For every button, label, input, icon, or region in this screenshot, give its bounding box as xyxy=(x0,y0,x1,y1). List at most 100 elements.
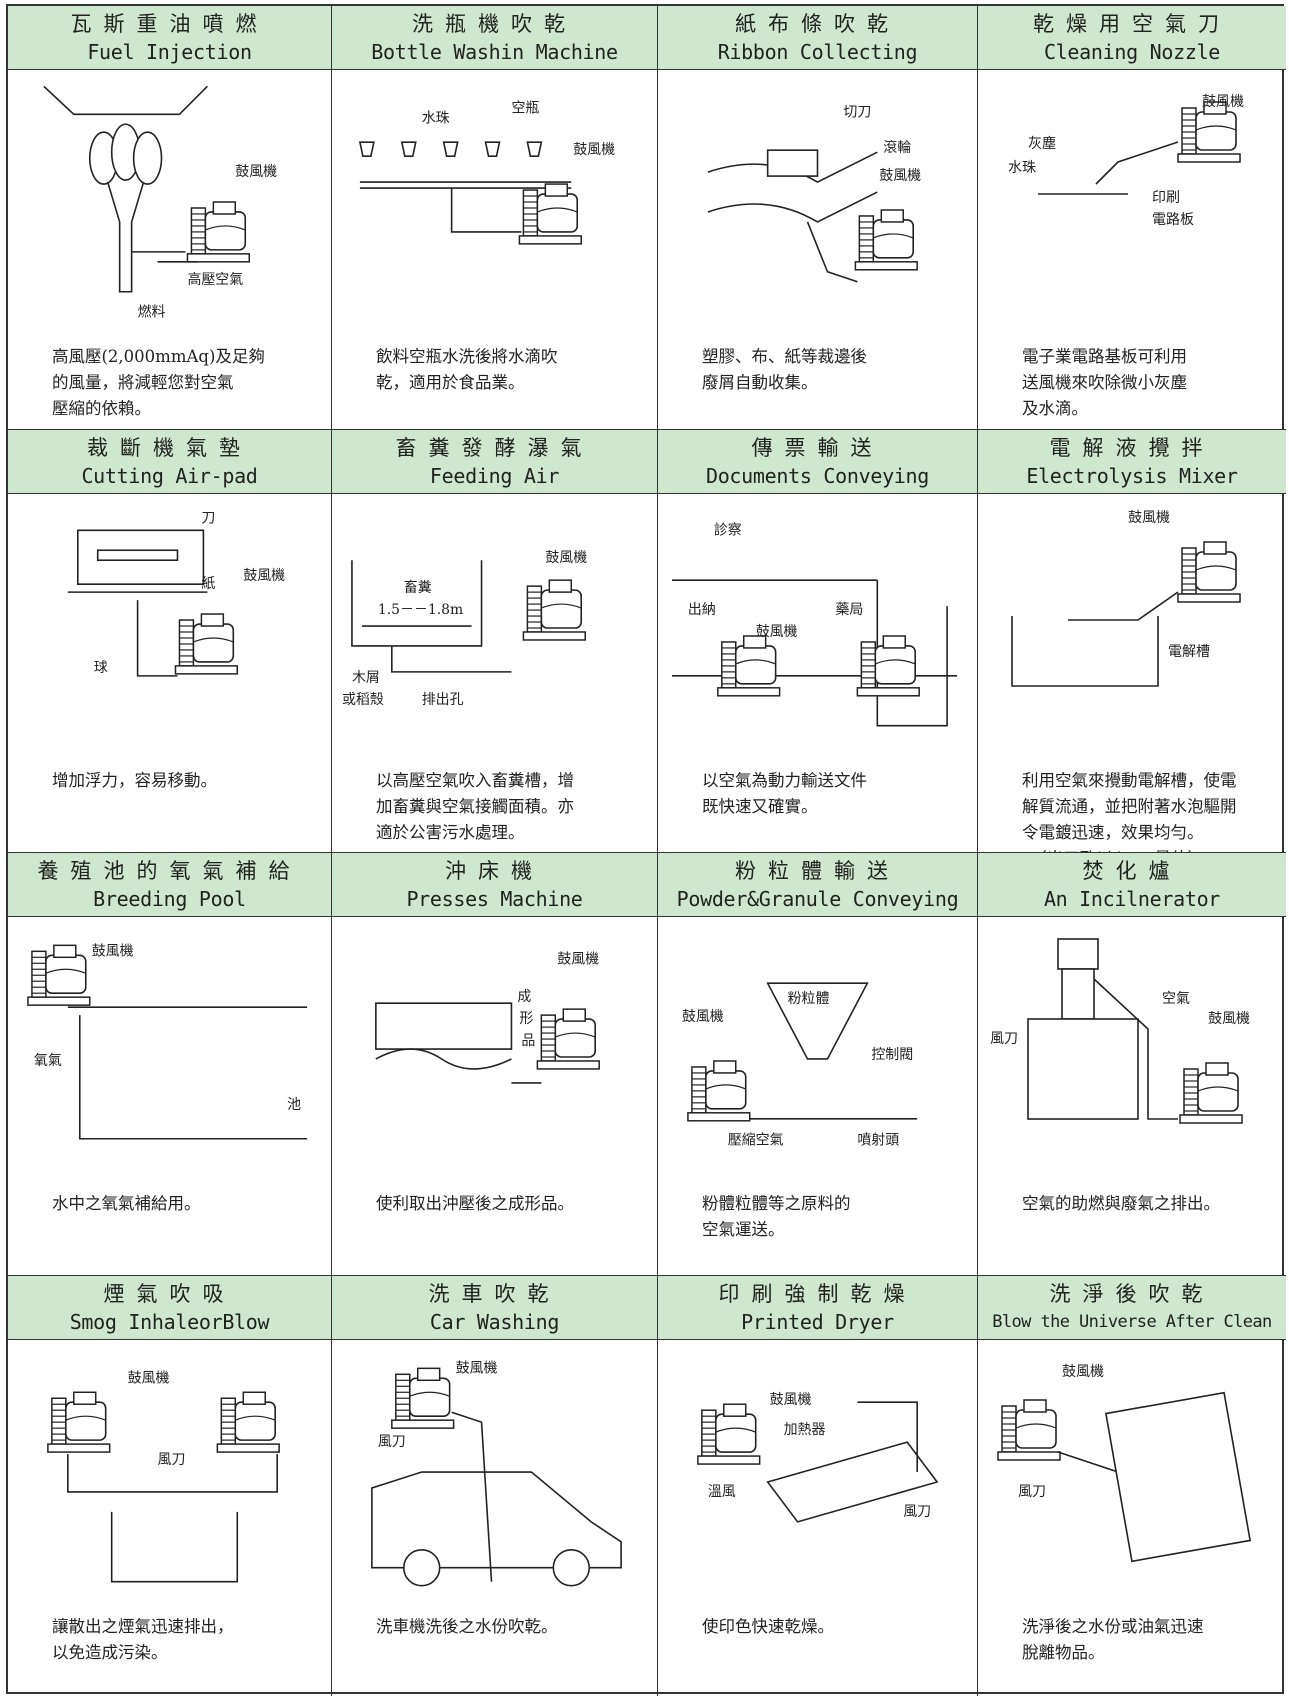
diagram-label: 氧氣 xyxy=(34,1053,62,1069)
diagram-label: 鼓風機 xyxy=(1202,94,1244,110)
cell-title-zh: 裁斷機氣墊 xyxy=(87,436,252,460)
diagram-label: 紙 xyxy=(201,576,215,592)
cell-header: 傳票輸送 Documents Conveying xyxy=(658,430,977,494)
diagram-label: 水珠 xyxy=(422,110,450,126)
diagram-label: 刀 xyxy=(201,510,215,526)
diagram-label: 鼓風機 xyxy=(235,164,277,180)
cell-description: 使印色快速乾燥。 xyxy=(702,1617,834,1636)
cell-header: 畜糞發酵瀑氣 Feeding Air xyxy=(332,430,657,494)
cell-title-zh: 粉粒體輸送 xyxy=(735,859,900,883)
cell-description: 水中之氧氣補給用。 xyxy=(52,1194,201,1213)
presses-machine-illustration: 鼓風機 成 形 品 xyxy=(332,919,657,1189)
feeding-air-illustration: 鼓風機 畜糞 1.5－－1.8m 木屑 或稻殼 排出孔 xyxy=(332,496,657,766)
cell-car-washing: 洗車吹乾 Car Washing 鼓風機 風刀 洗車機洗後之水份吹乾。 xyxy=(332,1276,658,1696)
cell-title-en: Bottle Washin Machine xyxy=(371,40,618,64)
diagram-label: 成 xyxy=(517,989,531,1005)
cell-title-zh: 電解液攪拌 xyxy=(1049,436,1215,460)
diagram-label: 電路板 xyxy=(1152,212,1194,228)
diagram-label: 印刷 xyxy=(1152,190,1180,206)
diagram-label: 滾輪 xyxy=(883,139,911,156)
cell-title-zh: 乾燥用空氣刀 xyxy=(1033,12,1231,36)
diagram-label: 出納 xyxy=(688,602,716,618)
cleaning-nozzle-illustration: 鼓風機 灰塵 水珠 印刷 電路板 xyxy=(978,72,1286,342)
diagram-label: 噴射頭 xyxy=(857,1133,899,1149)
cell-description: 洗淨後之水份或油氣迅速 脫離物品。 xyxy=(1022,1617,1204,1662)
cell-description: 粉體粒體等之原料的 空氣運送。 xyxy=(702,1194,851,1239)
diagram-label: 風刀 xyxy=(990,1031,1018,1047)
cell-header: 紙布條吹乾 Ribbon Collecting xyxy=(658,6,977,70)
diagram-label: 鼓風機 xyxy=(1208,1011,1250,1027)
diagram-label: 排出孔 xyxy=(422,692,464,708)
cell-description: 使利取出沖壓後之成形品。 xyxy=(376,1194,574,1213)
cell-cleaning-nozzle: 乾燥用空氣刀 Cleaning Nozzle 鼓風機 灰塵 水珠 印刷 電路板 … xyxy=(978,6,1286,430)
cell-header: 粉粒體輸送 Powder&Granule Conveying xyxy=(658,853,977,917)
cell-title-en: Cleaning Nozzle xyxy=(1043,40,1221,64)
cell-description: 利用空氣來攪動電解槽，使電 解質流通，並把附著水泡驅開 令電鍍迅速，效果均勻。 … xyxy=(1022,771,1237,852)
cell-title-zh: 焚化爐 xyxy=(1082,859,1182,883)
cell-title-zh: 紙布條吹乾 xyxy=(735,12,900,36)
cell-title-zh: 洗淨後吹乾 xyxy=(1049,1282,1215,1306)
cell-description: 空氣的助燃與廢氣之排出。 xyxy=(1022,1194,1220,1213)
diagram-label: 品 xyxy=(521,1033,535,1049)
diagram-label: 風刀 xyxy=(158,1452,186,1468)
cell-feeding-air: 畜糞發酵瀑氣 Feeding Air 鼓風機 畜糞 1.5－－1.8m 木屑 或… xyxy=(332,430,658,853)
diagram-label: 鼓風機 xyxy=(545,550,587,566)
cell-title-zh: 洗瓶機吹乾 xyxy=(412,12,577,36)
cell-incinerator: 焚化爐 An Incilnerator 空氣 鼓風機 風刀 空氣的助燃與廢氣之排… xyxy=(978,853,1286,1276)
diagram-label: 藥局 xyxy=(835,602,863,618)
diagram-label: 鼓風機 xyxy=(573,142,615,158)
diagram-label: 畜糞 xyxy=(404,580,432,596)
cell-title-en: Car Washing xyxy=(429,1310,560,1334)
printed-dryer-illustration: 鼓風機 加熱器 溫風 風刀 xyxy=(658,1342,977,1612)
diagram-label: 水珠 xyxy=(1008,160,1036,176)
applications-grid: 瓦斯重油噴燃 Fuel Injection 鼓風機 高壓空氣 燃料 高風壓(2,… xyxy=(6,4,1286,1696)
diagram-label: 粉粒體 xyxy=(788,991,830,1007)
diagram-label: 切刀 xyxy=(843,104,871,120)
cell-title-en: Printed Dryer xyxy=(741,1310,894,1334)
diagram-label: 鼓風機 xyxy=(756,624,798,640)
cell-breeding-pool: 養殖池的氧氣補給 Breeding Pool 鼓風機 氧氣 池 水中之氧氣補給用… xyxy=(8,853,332,1276)
cell-header: 煙氣吹吸 Smog InhaleorBlow xyxy=(8,1276,331,1340)
car-washing-illustration: 鼓風機 風刀 xyxy=(332,1342,657,1612)
diagram-label: 池 xyxy=(287,1097,301,1113)
fuel-injection-illustration: 鼓風機 高壓空氣 燃料 xyxy=(8,72,331,342)
cell-title-zh: 印刷強制乾燥 xyxy=(718,1282,917,1306)
cell-powder-granule-conveying: 粉粒體輸送 Powder&Granule Conveying 粉粒體 鼓風機 控… xyxy=(658,853,978,1276)
cell-title-zh: 洗車吹乾 xyxy=(428,1282,561,1306)
cell-blow-after-clean: 洗淨後吹乾 Blow the Universe After Clean 鼓風機 … xyxy=(978,1276,1286,1696)
cell-electrolysis-mixer: 電解液攪拌 Electrolysis Mixer 鼓風機 電解槽 利用空氣來攪動… xyxy=(978,430,1286,853)
cell-printed-dryer: 印刷強制乾燥 Printed Dryer 鼓風機 加熱器 溫風 風刀 使印色快速… xyxy=(658,1276,978,1696)
cell-title-zh: 養殖池的氧氣補給 xyxy=(37,859,302,883)
diagram-label: 加熱器 xyxy=(784,1422,826,1438)
cell-description: 增加浮力，容易移動。 xyxy=(52,771,217,790)
cell-title-en: Smog InhaleorBlow xyxy=(69,1310,270,1334)
cell-header: 裁斷機氣墊 Cutting Air-pad xyxy=(8,430,331,494)
cell-title-en: An Incilnerator xyxy=(1043,887,1221,911)
cell-title-en: Ribbon Collecting xyxy=(717,40,918,64)
cell-ribbon-collecting: 紙布條吹乾 Ribbon Collecting 切刀 滾輪 鼓風機 塑膠、布、紙… xyxy=(658,6,978,430)
cell-title-en: Feeding Air xyxy=(429,464,560,488)
diagram-label: 1.5－－1.8m xyxy=(378,602,463,618)
cell-description: 高風壓(2,000mmAq)及足夠 的風量，將減輕您對空氣 壓縮的依賴。 xyxy=(52,347,265,418)
diagram-label: 風刀 xyxy=(1018,1484,1046,1500)
cell-title-zh: 煙氣吹吸 xyxy=(103,1282,236,1306)
ribbon-collecting-illustration: 切刀 滾輪 鼓風機 xyxy=(658,72,977,342)
cell-header: 電解液攪拌 Electrolysis Mixer xyxy=(978,430,1286,494)
cell-title-zh: 傳票輸送 xyxy=(751,436,884,460)
diagram-label: 燃料 xyxy=(138,304,166,321)
diagram-label: 壓縮空氣 xyxy=(728,1133,784,1149)
bottle-washing-illustration: 水珠 空瓶 鼓風機 xyxy=(332,72,657,342)
incinerator-illustration: 空氣 鼓風機 風刀 xyxy=(978,919,1286,1189)
diagram-label: 電解槽 xyxy=(1168,644,1210,660)
diagram-label: 空氣 xyxy=(1162,991,1190,1007)
cell-description: 洗車機洗後之水份吹乾。 xyxy=(376,1617,558,1636)
diagram-label: 鼓風機 xyxy=(770,1392,812,1408)
diagram-label: 鼓風機 xyxy=(92,943,134,959)
cell-description: 讓散出之煙氣迅速排出， 以免造成污染。 xyxy=(52,1617,234,1662)
cell-header: 沖床機 Presses Machine xyxy=(332,853,657,917)
diagram-label: 形 xyxy=(519,1011,533,1027)
diagram-label: 球 xyxy=(94,660,108,676)
diagram-label: 鼓風機 xyxy=(1062,1364,1104,1380)
cell-header: 洗瓶機吹乾 Bottle Washin Machine xyxy=(332,6,657,70)
diagram-label: 診察 xyxy=(714,521,742,538)
